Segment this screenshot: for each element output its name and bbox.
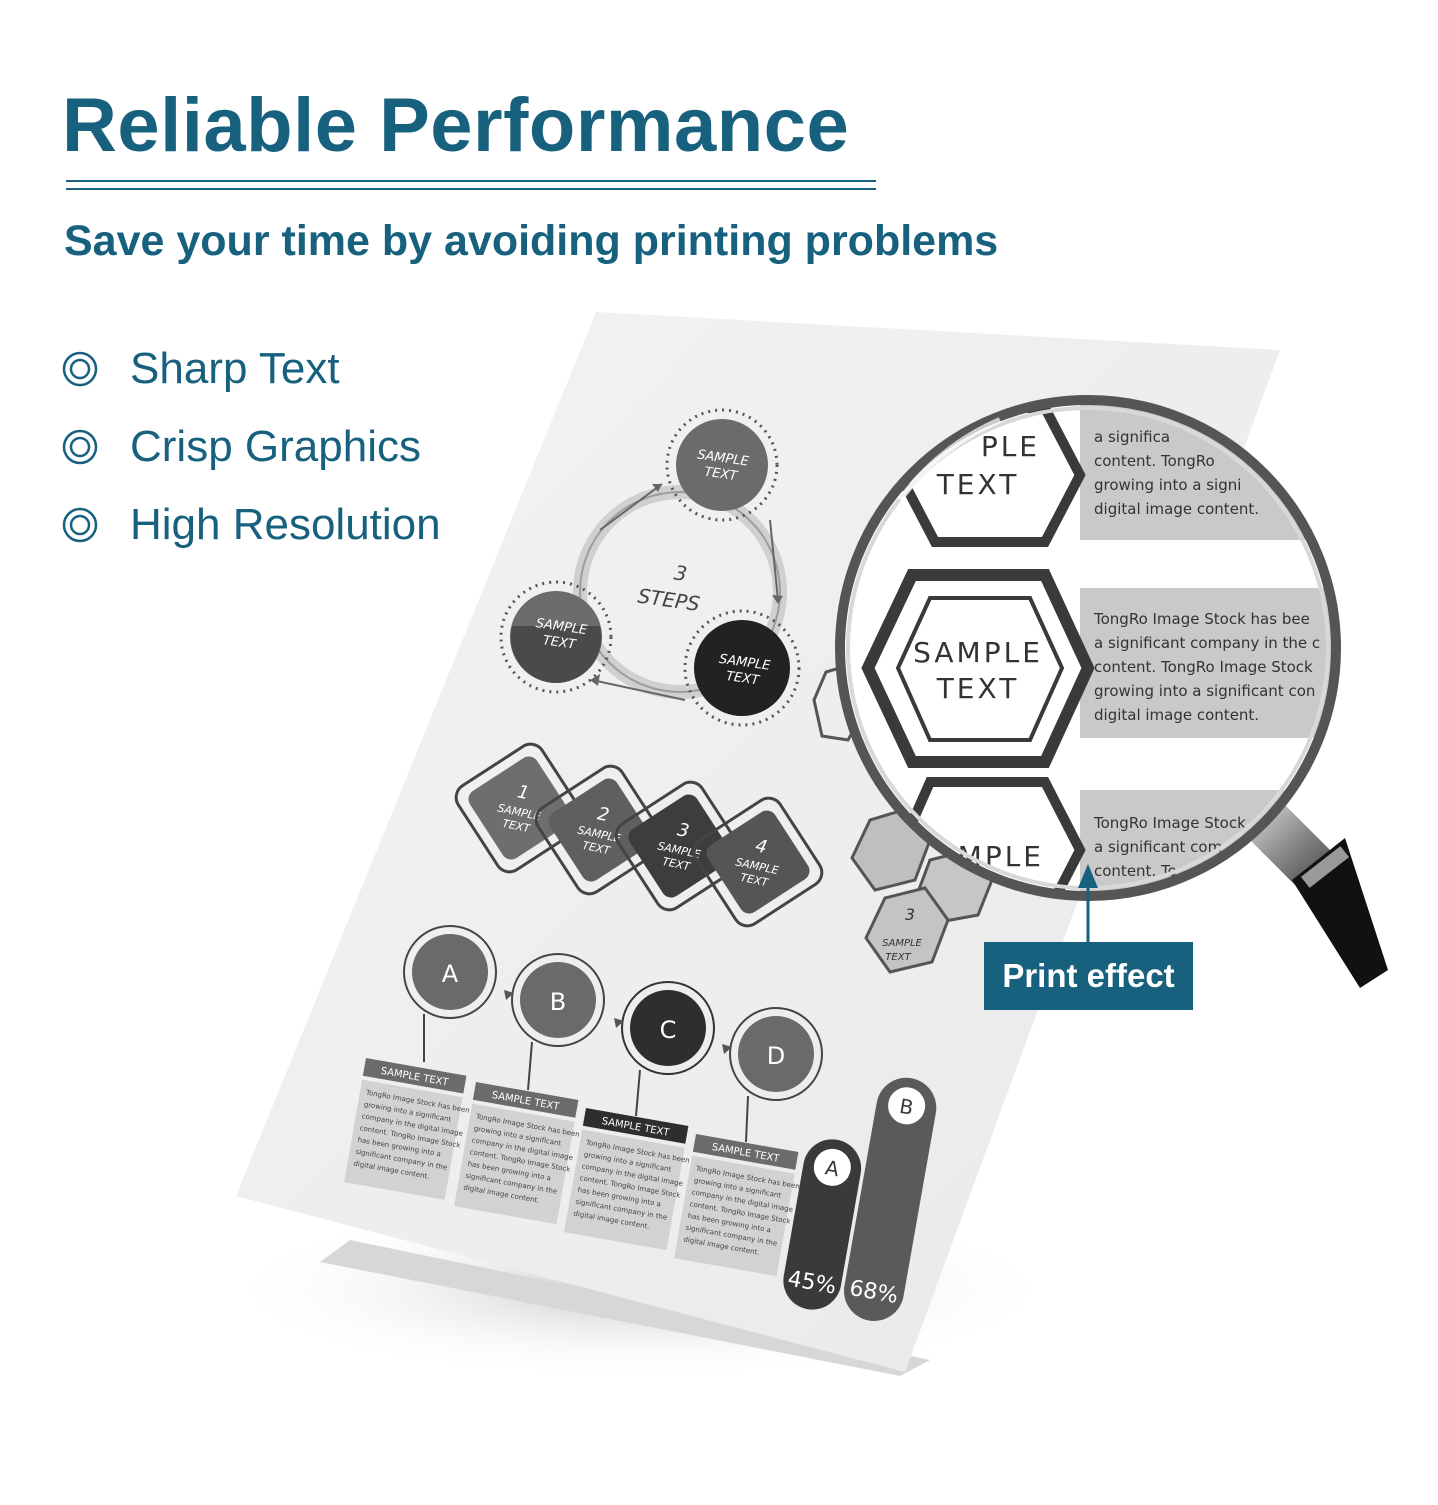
svg-text:content. TongRo: content. TongRo <box>1094 452 1215 470</box>
diamond-1: 1 SAMPLE TEXT <box>454 742 586 874</box>
circle-c: C <box>621 981 715 1117</box>
diamond-label-2: TEXT <box>501 817 532 836</box>
lens-text-top: a significa content. TongRo growing into… <box>1094 428 1259 518</box>
node-label-1: SAMPLE <box>696 448 750 470</box>
diamond-number: 2 <box>595 803 611 826</box>
node-label-2: TEXT <box>703 465 739 485</box>
node-label-2: TEXT <box>542 633 578 653</box>
back-sheet <box>320 1240 930 1376</box>
lens-hex-label-4: TEXT <box>936 672 1020 705</box>
cycle-node-right: SAMPLE TEXT <box>683 609 801 727</box>
double-circle-icon <box>62 429 98 465</box>
svg-text:digital image content.: digital image content. <box>1094 500 1259 518</box>
title-divider-top <box>66 180 876 182</box>
bar-b: B 68% <box>843 1077 937 1321</box>
cycle-node-left: SAMPLE TEXT <box>499 580 613 694</box>
percent-bars: A 45% B 68% <box>783 1077 937 1321</box>
bar-letter: B <box>898 1094 916 1120</box>
lens-hex-label-3: SAMPLE <box>913 636 1043 669</box>
diamond-label-2: TEXT <box>739 871 770 890</box>
cycle-number: 3 <box>673 560 689 586</box>
lens-hex-label-2: TEXT <box>936 468 1020 501</box>
text-box-1: SAMPLE TEXT TongRo Image Stock has been … <box>344 1058 470 1200</box>
node-label-2: TEXT <box>725 669 761 689</box>
print-effect-label: Print effect <box>984 942 1193 1010</box>
diamond-number: 3 <box>675 819 691 842</box>
feature-label: Sharp Text <box>130 344 340 393</box>
cycle-node-top: SAMPLE TEXT <box>665 408 779 522</box>
svg-text:content. To: content. To <box>1094 862 1177 880</box>
lettered-circles: A B C D <box>403 925 823 1143</box>
node-label-1: SAMPLE <box>718 652 772 674</box>
svg-text:a significant com: a significant com <box>1094 838 1222 856</box>
svg-text:growing into a significant con: growing into a significant con <box>1094 682 1315 700</box>
svg-text:content. TongRo Image Stock: content. TongRo Image Stock <box>1094 658 1313 676</box>
feature-item-sharp-text: Sharp Text <box>60 330 441 408</box>
circle-letter: C <box>660 1016 677 1044</box>
page-subtitle: Save your time by avoiding printing prob… <box>64 217 999 265</box>
double-circle-icon <box>62 507 98 543</box>
diamond-label-2: TEXT <box>661 855 692 874</box>
svg-text:a significant company in the c: a significant company in the c <box>1094 634 1320 652</box>
hexagon-label-2: TEXT <box>885 952 911 963</box>
lens-text-bottom: TongRo Image Stock a significant com con… <box>1093 814 1246 880</box>
circle-b: B <box>511 953 605 1091</box>
title-divider-bottom <box>66 188 876 190</box>
svg-text:TongRo Image Stock: TongRo Image Stock <box>1093 814 1246 832</box>
circle-a: A <box>403 925 497 1062</box>
diamond-number: 4 <box>753 835 769 858</box>
feature-item-high-resolution: High Resolution <box>60 486 441 564</box>
lens-hex-label-1: PLE <box>981 430 1040 463</box>
hexagon-label-1: SAMPLE <box>882 938 922 949</box>
diamond-number: 1 <box>515 781 531 804</box>
text-box-body: TongRo Image Stock has been growing into… <box>353 1088 470 1180</box>
hexagon-steps: 3 SAMPLE TEXT <box>812 660 994 974</box>
feature-item-crisp-graphics: Crisp Graphics <box>60 408 441 486</box>
svg-text:digital image content.: digital image content. <box>1094 706 1259 724</box>
callout-arrow <box>1078 864 1098 942</box>
diamond-steps: 1 SAMPLE TEXT 2 SAMPLE TEXT 3 SAMPLE TEX… <box>454 742 824 928</box>
feature-label: Crisp Graphics <box>130 422 421 471</box>
bar-a: A 45% <box>783 1139 862 1310</box>
node-label-1: SAMPLE <box>535 616 589 638</box>
feature-list: Sharp Text Crisp Graphics High Resolutio… <box>60 330 441 564</box>
svg-text:a significa: a significa <box>1094 428 1170 446</box>
circle-letter: D <box>767 1042 785 1070</box>
svg-text:TongRo Image Stock has bee: TongRo Image Stock has bee <box>1093 610 1310 628</box>
page-title: Reliable Performance <box>62 83 850 168</box>
circle-d: D <box>729 1007 823 1143</box>
lens-text-middle: TongRo Image Stock has bee a significant… <box>1093 610 1320 724</box>
diamond-4: 4 SAMPLE TEXT <box>692 796 824 928</box>
steps-cycle: SAMPLE TEXT SAMPLE TEXT SAMPLE TEXT 3 ST… <box>499 408 801 727</box>
circle-letter: A <box>442 960 459 988</box>
feature-label: High Resolution <box>130 500 441 549</box>
circle-letter: B <box>550 988 566 1016</box>
double-circle-icon <box>62 351 98 387</box>
hexagon-number: 3 <box>905 905 915 924</box>
bar-letter: A <box>823 1155 841 1181</box>
hexagon-3: 3 SAMPLE TEXT <box>864 886 950 974</box>
diamond-label-2: TEXT <box>581 839 612 858</box>
svg-text:growing into a signi: growing into a signi <box>1094 476 1241 494</box>
text-box-4: SAMPLE TEXT TongRo Image Stock has been … <box>674 1134 800 1277</box>
